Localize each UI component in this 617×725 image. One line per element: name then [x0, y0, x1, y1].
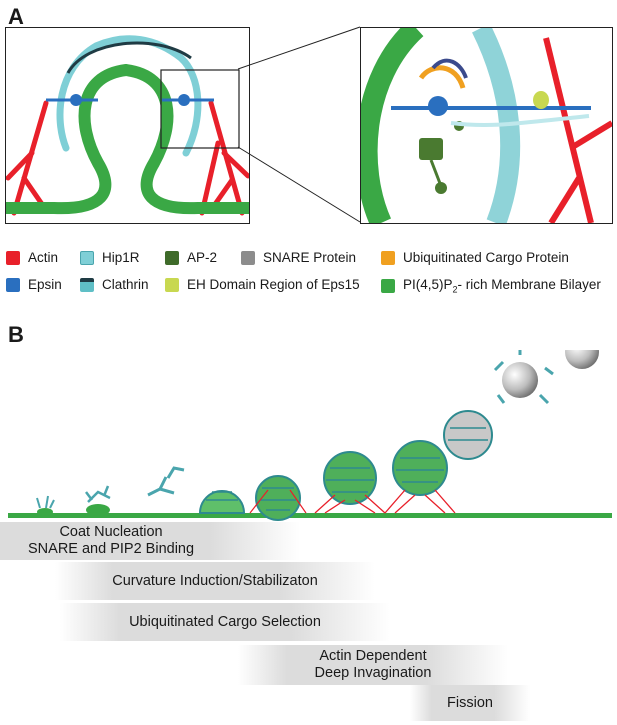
stage-label: Fission [447, 694, 493, 711]
panel-b-label: B [8, 322, 24, 347]
snare-swatch [241, 250, 255, 265]
stage-label: Coat Nucleation SNARE and PIP2 Binding [28, 524, 195, 557]
legend-item-ap2: AP-2 [165, 250, 217, 265]
cargo-zoom [418, 65, 466, 89]
legend-label: Epsin [28, 277, 62, 292]
stage-5-dome [249, 475, 307, 521]
legend-item-eh-domain: EH Domain Region of Eps15 [165, 277, 360, 292]
stage-9-uncoating [493, 350, 554, 405]
clathrin-swatch [80, 277, 94, 292]
panel-a-label: A [8, 4, 24, 29]
membrane-swatch [381, 278, 395, 293]
stage-4-dome [198, 490, 246, 514]
stage-2-coat [85, 485, 111, 516]
membrane-invagination-frame [5, 27, 250, 224]
legend-label: PI(4,5)P2- rich Membrane Bilayer [403, 277, 601, 295]
legend-item-membrane: PI(4,5)P2- rich Membrane Bilayer [381, 277, 601, 295]
ap2-zoom [419, 138, 443, 160]
membrane-bilayer [6, 64, 249, 215]
stage-1-coat [36, 495, 55, 516]
endocytosis-timeline-illustration [8, 350, 612, 521]
eh-domain-zoom [533, 91, 549, 109]
stage-8-vesicle [443, 410, 493, 460]
membrane-zoom [361, 28, 424, 223]
stage-cargo-selection: Ubiquitinated Cargo Selection [60, 603, 390, 641]
cargo-swatch [381, 250, 395, 265]
legend-item-epsin: Epsin [6, 277, 62, 292]
legend-item-snare: SNARE Protein [241, 250, 356, 265]
stage-label: Ubiquitinated Cargo Selection [129, 613, 321, 630]
legend-label: Ubiquitinated Cargo Protein [403, 250, 569, 265]
ap2-swatch [165, 250, 179, 265]
stage-6-actin-coat [314, 451, 386, 514]
stage-label: Curvature Induction/Stabilizaton [112, 572, 318, 589]
free-vesicle [565, 350, 599, 369]
zoomed-detail-frame [360, 27, 613, 224]
stage-label: Actin Dependent Deep Invagination [314, 648, 432, 681]
zoom-region-box [160, 69, 240, 149]
stage-coat-nucleation: Coat Nucleation SNARE and PIP2 Binding [0, 522, 300, 560]
eh-swatch [165, 277, 179, 292]
zoomed-detail-illustration [361, 28, 612, 223]
legend-label: AP-2 [187, 250, 218, 265]
stage-fission: Fission [410, 685, 530, 721]
legend-label: Clathrin [102, 277, 149, 292]
legend-label: Hip1R [102, 250, 140, 265]
legend-item-actin: Actin [6, 250, 58, 265]
legend-label: EH Domain Region of Eps15 [187, 277, 360, 292]
membrane-baseline [8, 513, 612, 518]
epsin-swatch [6, 277, 20, 292]
stage-7-actin-coat [384, 440, 456, 514]
stage-deep-invagination: Actin Dependent Deep Invagination [238, 645, 508, 685]
legend-label: Actin [28, 250, 59, 265]
legend-item-cargo: Ubiquitinated Cargo Protein [381, 250, 569, 265]
invagination-illustration [6, 35, 249, 216]
actin-zoom [543, 37, 612, 223]
legend-item-clathrin: Clathrin [80, 277, 149, 292]
epsin-domain [428, 96, 448, 116]
legend-item-hip1r: Hip1R [80, 250, 140, 265]
actin-swatch [6, 250, 20, 265]
hip1r-swatch [80, 250, 94, 265]
clathrin-coat [66, 41, 192, 74]
stage-3-triskelions [147, 466, 185, 497]
stage-curvature-induction: Curvature Induction/Stabilizaton [55, 562, 375, 600]
legend-label: SNARE Protein [263, 250, 357, 265]
snare-zoom [431, 58, 468, 79]
zoom-connector [237, 26, 361, 223]
